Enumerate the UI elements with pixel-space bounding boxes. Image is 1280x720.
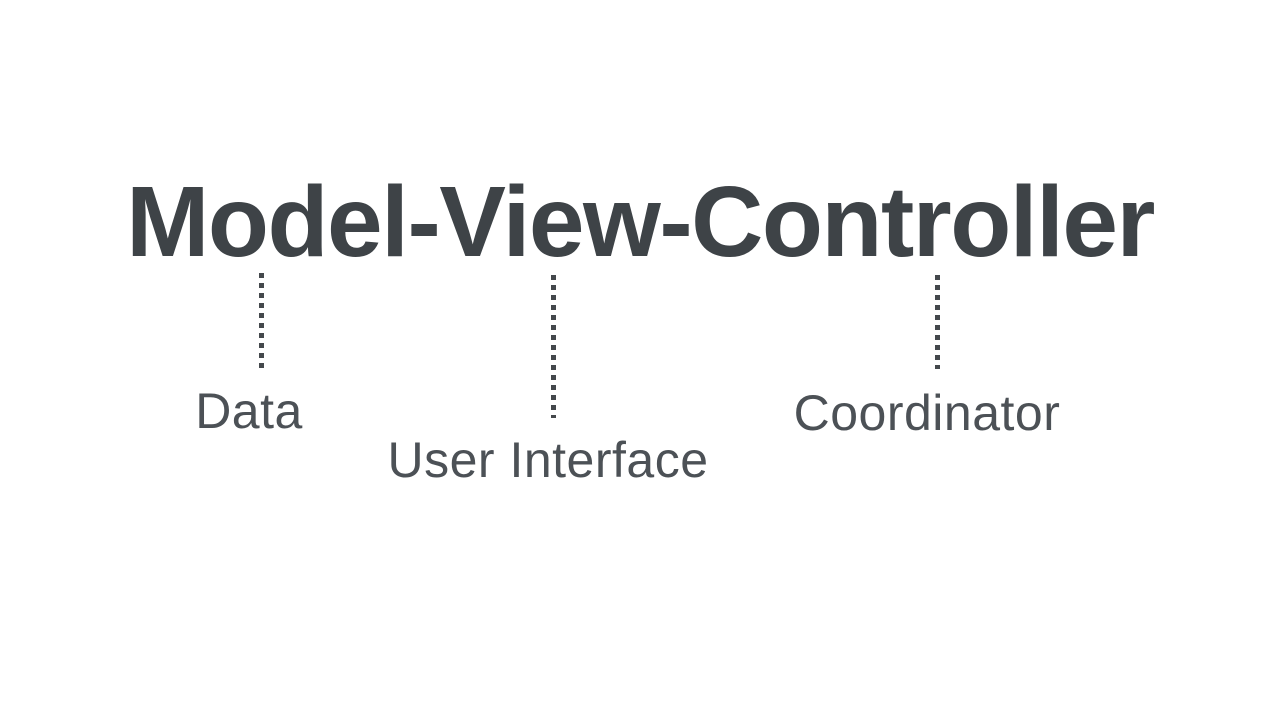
page-title: Model-View-Controller <box>126 166 1155 278</box>
dotted-connector-model <box>259 273 264 369</box>
label-controller-coordinator: Coordinator <box>793 385 1061 441</box>
label-model-data: Data <box>195 383 303 439</box>
dotted-connector-view <box>551 275 556 418</box>
label-view-user-interface: User Interface <box>387 432 709 488</box>
dotted-connector-controller <box>935 275 940 369</box>
